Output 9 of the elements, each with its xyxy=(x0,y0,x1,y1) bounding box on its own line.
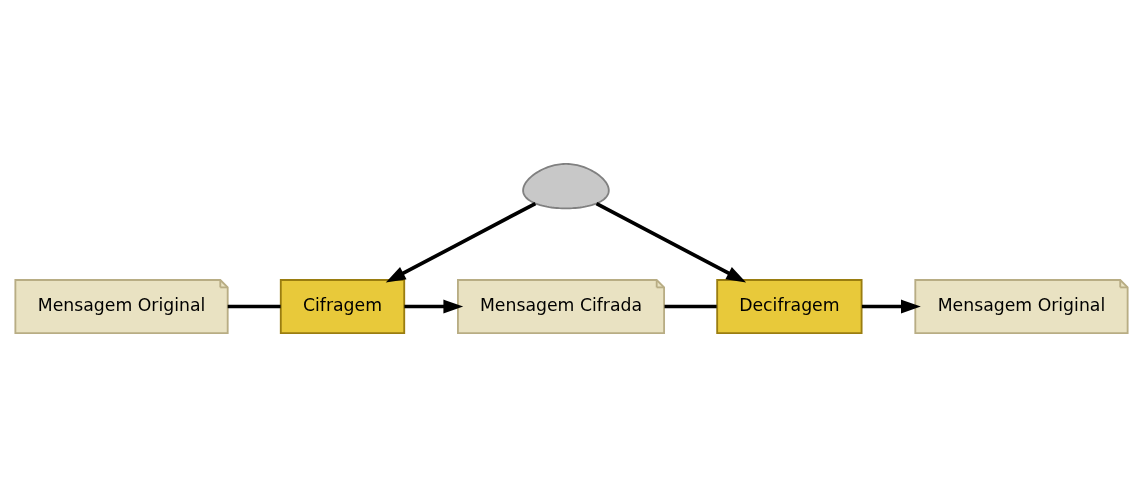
arrow xyxy=(385,201,537,282)
arrow xyxy=(861,299,921,313)
connector xyxy=(664,304,717,308)
connector xyxy=(227,304,281,308)
node-key xyxy=(522,162,610,209)
node-box: Cifragem xyxy=(279,278,406,334)
node-box: Decifragem xyxy=(716,278,863,334)
arrow xyxy=(404,299,464,313)
arrow xyxy=(595,201,747,282)
